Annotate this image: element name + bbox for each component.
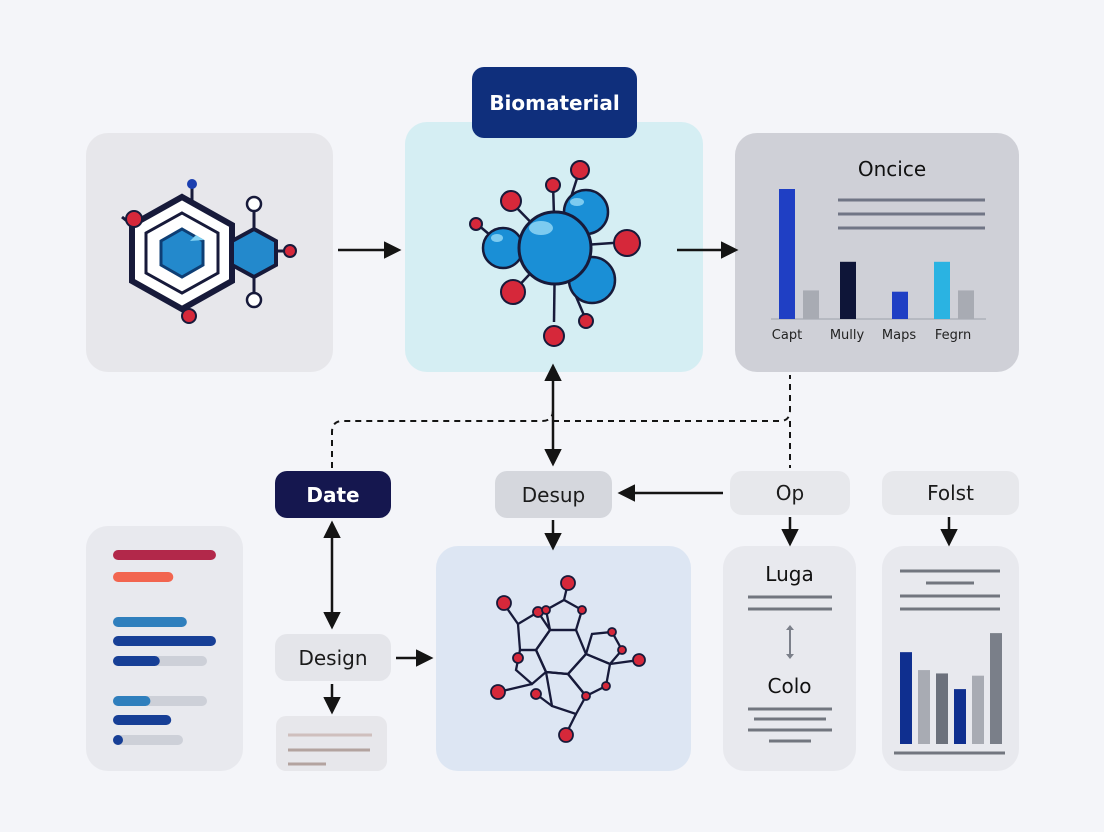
- design-node: Design: [275, 634, 391, 681]
- chart-title: Oncice: [857, 157, 927, 181]
- folst-bar-chart: [894, 569, 1005, 755]
- bar: [972, 675, 984, 744]
- x-tick-label: Capt: [772, 328, 802, 343]
- x-tick-label: Mully: [830, 328, 865, 343]
- biomaterial-molecule-panel: [405, 122, 703, 372]
- bar: [840, 261, 856, 319]
- oncice-chart-panel: Oncice Capt Mully Maps Fegrn: [735, 133, 1019, 372]
- bar: [990, 633, 1002, 744]
- bar: [958, 290, 974, 319]
- luga-label: Luga: [765, 562, 814, 586]
- op-node: Op: [730, 471, 850, 515]
- design-text-card: [276, 716, 387, 771]
- folst-chart-panel: [882, 546, 1019, 771]
- bar: [936, 673, 948, 744]
- progress-list-panel: [86, 526, 243, 771]
- x-tick-label: Fegrn: [935, 328, 971, 343]
- dashed-connector-date: [331, 400, 554, 468]
- colo-label: Colo: [767, 674, 812, 698]
- polycyclic-molecule-icon: [490, 575, 646, 743]
- progress-bar-list: [113, 550, 216, 745]
- dashed-connector-oncice: [553, 375, 791, 422]
- hexagon-molecule-panel: [86, 133, 333, 372]
- progress-track: [113, 735, 183, 745]
- molecule-cluster-icon: [469, 160, 641, 347]
- bar: [918, 670, 930, 744]
- bar: [934, 261, 950, 319]
- progress-bar: [113, 617, 187, 627]
- x-tick-label: Maps: [882, 328, 916, 343]
- hexagon-molecule-icon: [121, 179, 297, 324]
- bar: [803, 290, 819, 319]
- bar: [779, 189, 795, 319]
- progress-bar: [113, 696, 151, 706]
- oncice-bar-chart: Capt Mully Maps Fegrn: [771, 189, 986, 343]
- progress-bar: [113, 636, 216, 646]
- desup-node: Desup: [495, 471, 612, 518]
- biomaterial-title: Biomaterial: [472, 67, 637, 138]
- progress-bar: [113, 550, 216, 560]
- network-molecule-panel: [436, 546, 691, 771]
- progress-bar: [113, 572, 174, 582]
- bar: [892, 291, 908, 319]
- progress-bar: [113, 715, 172, 725]
- folst-node: Folst: [882, 471, 1019, 515]
- progress-bar: [113, 735, 123, 745]
- progress-bar: [113, 656, 160, 666]
- bar: [954, 689, 966, 744]
- date-node: Date: [275, 471, 391, 518]
- luga-colo-panel: Luga Colo: [723, 546, 856, 771]
- bar: [900, 652, 912, 744]
